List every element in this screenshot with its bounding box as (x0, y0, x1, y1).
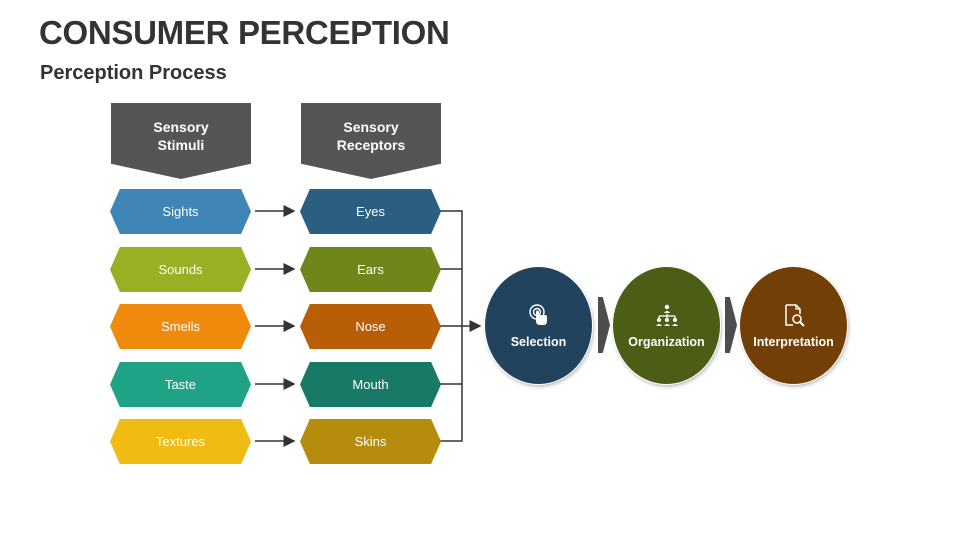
process-organization: Organization (613, 267, 720, 384)
header-receptors-label: Sensory Receptors (336, 119, 406, 153)
stimulus-label: Taste (164, 377, 197, 392)
process-label: Organization (628, 334, 705, 349)
stimulus-label: Textures (155, 434, 206, 449)
process-label: Selection (510, 334, 567, 349)
header-stimuli-label: Sensory Stimuli (153, 119, 209, 153)
touch-select-icon (528, 303, 547, 325)
receptor-ears: Ears (300, 247, 441, 292)
receptor-label: Ears (357, 262, 384, 277)
process-label: Interpretation (753, 334, 834, 349)
stimulus-label: Sounds (158, 262, 203, 277)
org-chart-icon (655, 304, 678, 326)
stimulus-sounds: Sounds (110, 247, 251, 292)
receptor-label: Nose (355, 319, 386, 334)
receptor-nose: Nose (300, 304, 441, 349)
process-selection: Selection (485, 267, 592, 384)
receptor-mouth: Mouth (300, 362, 441, 407)
header-sensory-receptors: Sensory Receptors (301, 103, 441, 179)
receptor-eyes: Eyes (300, 189, 441, 234)
stimulus-sights: Sights (110, 189, 251, 234)
page-title: CONSUMER PERCEPTION (39, 14, 450, 51)
receptor-label: Skins (354, 434, 387, 449)
process-interpretation: Interpretation (740, 267, 847, 384)
document-search-icon (784, 303, 805, 327)
stimulus-taste: Taste (110, 362, 251, 407)
receptor-label: Eyes (356, 204, 385, 219)
stimulus-textures: Textures (110, 419, 251, 464)
stimulus-label: Sights (162, 204, 199, 219)
header-sensory-stimuli: Sensory Stimuli (111, 103, 251, 179)
receptor-skins: Skins (300, 419, 441, 464)
stimulus-smells: Smells (110, 304, 251, 349)
receptor-label: Mouth (352, 377, 389, 392)
page-subtitle: Perception Process (40, 62, 227, 84)
stimulus-label: Smells (160, 319, 200, 334)
